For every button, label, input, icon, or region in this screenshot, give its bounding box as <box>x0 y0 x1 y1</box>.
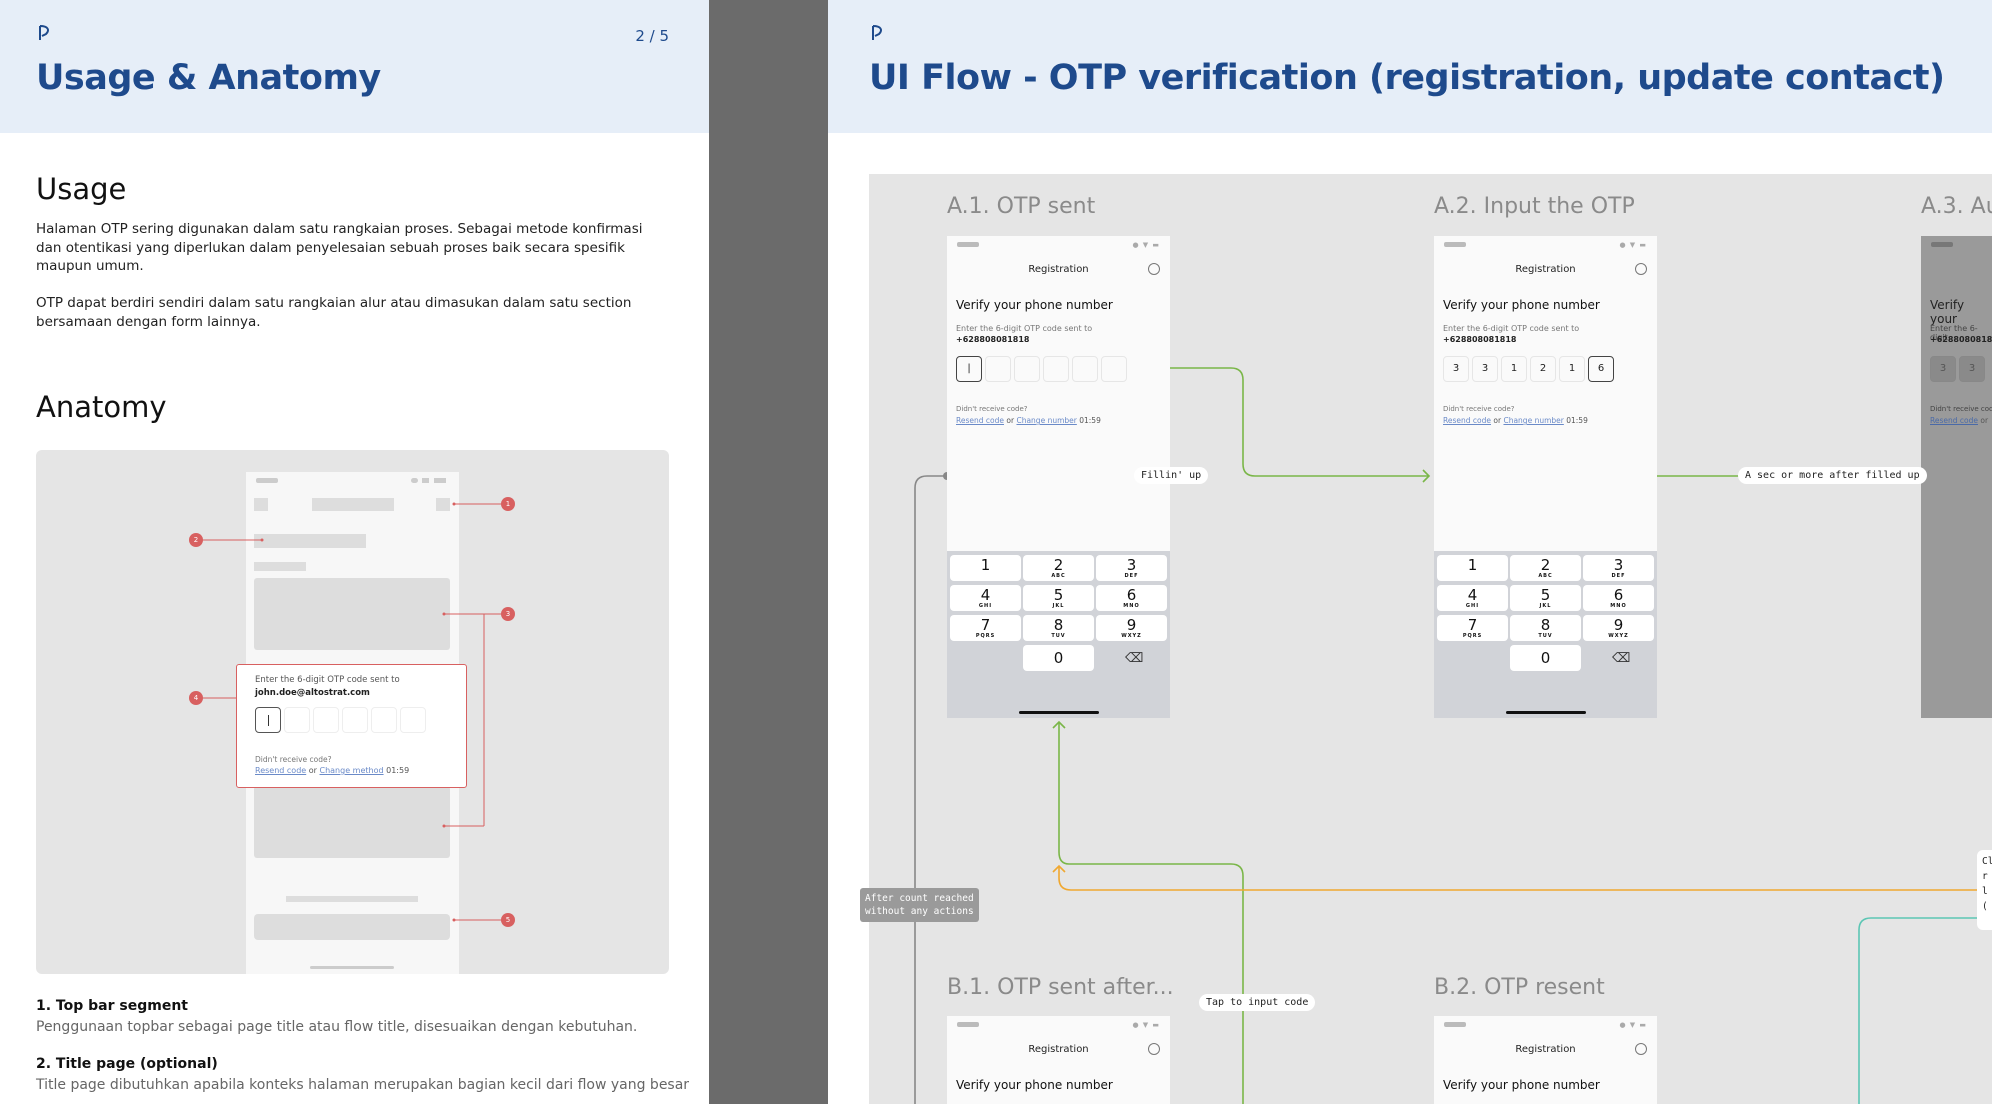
phone-a1-otp-sent: ● ▼ ▬ Registration Verify your phone num… <box>947 236 1170 718</box>
phone-b1-otp-sent-after: ● ▼ ▬ Registration Verify your phone num… <box>947 1016 1170 1104</box>
page-header: 2 / 5 Usage & Anatomy <box>0 0 709 133</box>
help-icon[interactable] <box>1148 1043 1160 1055</box>
change-number-link[interactable]: Change number <box>1016 416 1077 425</box>
phone-a2-input-otp: ● ▼ ▬ Registration Verify your phone num… <box>1434 236 1657 718</box>
page-header: UI Flow - OTP verification (registration… <box>828 0 1992 133</box>
flow-label-cut-right: Cl r l ( <box>1977 850 1992 930</box>
page-title: UI Flow - OTP verification (registration… <box>869 58 1945 98</box>
ui-flow-page: UI Flow - OTP verification (registration… <box>828 0 1992 1104</box>
resend-code-link[interactable]: Resend code <box>956 416 1004 425</box>
frame-title-a3: A.3. Au <box>1921 194 1992 219</box>
frame-title-b1: B.1. OTP sent after... <box>947 975 1174 1000</box>
flow-label-after-count: After count reached without any actions <box>860 888 979 922</box>
usage-heading: Usage <box>36 172 127 206</box>
anatomy-heading: Anatomy <box>36 390 167 424</box>
frame-title-a2: A.2. Input the OTP <box>1434 194 1635 219</box>
anatomy-marker-3: 3 <box>501 607 515 621</box>
help-icon[interactable] <box>1635 263 1647 275</box>
flow-canvas: A.1. OTP sent A.2. Input the OTP A.3. Au… <box>860 174 1992 1104</box>
flow-label-tap-input: Tap to input code <box>1199 994 1316 1011</box>
anatomy-illustration: Enter the 6-digit OTP code sent to john.… <box>36 450 669 974</box>
anatomy-otp-section: Enter the 6-digit OTP code sent to john.… <box>236 664 467 788</box>
anatomy-marker-5: 5 <box>501 913 515 927</box>
backspace-icon[interactable]: ⌫ <box>1612 651 1631 666</box>
frame-title-a1: A.1. OTP sent <box>947 194 1096 219</box>
brand-logo-icon <box>36 24 52 40</box>
anatomy-marker-1: 1 <box>501 497 515 511</box>
anatomy-marker-4: 4 <box>189 691 203 705</box>
change-method-link[interactable]: Change method <box>319 766 384 775</box>
change-number-link[interactable]: Change number <box>1503 416 1564 425</box>
page-title: Usage & Anatomy <box>36 58 381 98</box>
usage-paragraph-1: Halaman OTP sering digunakan dalam satu … <box>36 221 643 274</box>
phone-a3-auto-submit: Verify your Enter the 6-digit +628808081… <box>1921 236 1992 718</box>
list-item-title: 2. Title page (optional) <box>36 1056 218 1072</box>
resend-code-link[interactable]: Resend code <box>1443 416 1491 425</box>
brand-logo-icon <box>869 24 885 40</box>
resend-code-link[interactable]: Resend code <box>255 766 307 775</box>
list-item-desc: Penggunaan topbar sebagai page title ata… <box>36 1019 638 1035</box>
list-item-desc: Title page dibutuhkan apabila konteks ha… <box>36 1077 690 1093</box>
backspace-icon[interactable]: ⌫ <box>1125 651 1144 666</box>
usage-paragraph-2: OTP dapat berdiri sendiri dalam satu ran… <box>36 295 632 330</box>
help-icon[interactable] <box>1635 1043 1647 1055</box>
flow-label-sec-more: A sec or more after filled up <box>1738 467 1927 484</box>
list-item-title: 1. Top bar segment <box>36 998 188 1014</box>
anatomy-annotation-lines <box>196 502 508 922</box>
help-icon[interactable] <box>1148 263 1160 275</box>
flow-label-fillin: Fillin' up <box>1134 467 1209 484</box>
phone-b2-otp-resent: ● ▼ ▬ Registration Verify your phone num… <box>1434 1016 1657 1104</box>
page-indicator: 2 / 5 <box>635 27 669 45</box>
usage-anatomy-page: 2 / 5 Usage & Anatomy Usage Halaman OTP … <box>0 0 709 1104</box>
frame-title-b2: B.2. OTP resent <box>1434 975 1605 1000</box>
anatomy-marker-2: 2 <box>189 533 203 547</box>
